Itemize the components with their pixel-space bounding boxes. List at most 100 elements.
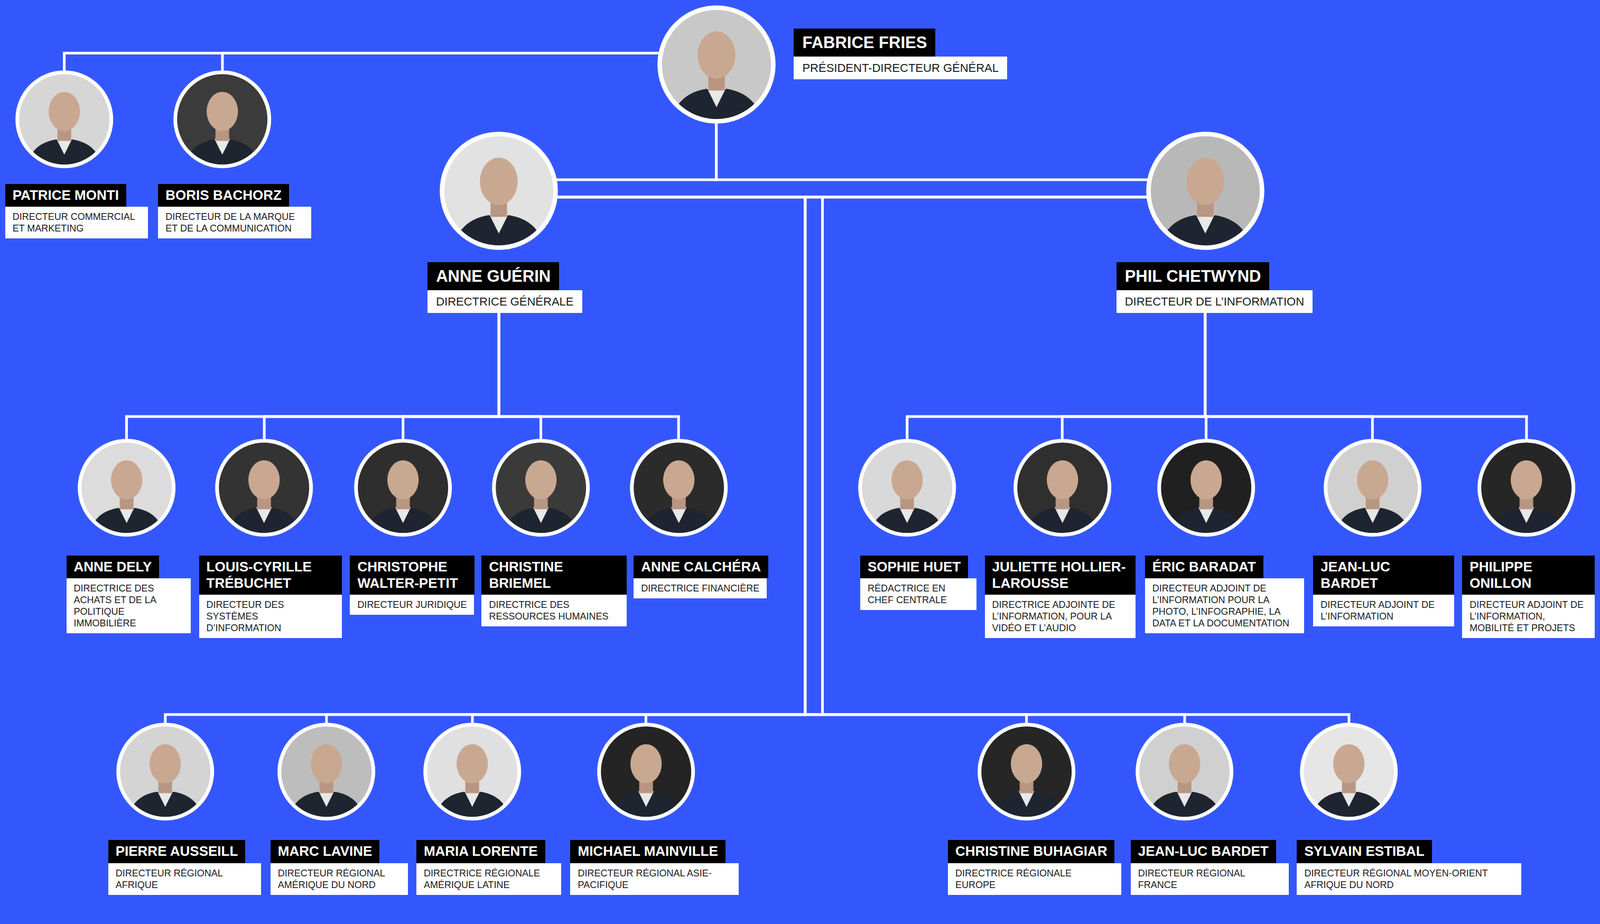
org-connector bbox=[556, 123, 716, 180]
job-title: RÉDACTRICE EN CHEF CENTRALE bbox=[860, 578, 977, 610]
portrait-photo bbox=[77, 438, 176, 537]
org-connector bbox=[557, 197, 823, 723]
label-stack: ANNE CALCHÉRADIRECTRICE FINANCIÈRE bbox=[633, 555, 769, 599]
job-title: DIRECTEUR JURIDIQUE bbox=[349, 594, 474, 615]
portrait-photo bbox=[858, 438, 956, 537]
label-stack: MARIA LORENTEDIRECTRICE RÉGIONALE AMÉRIQ… bbox=[416, 839, 562, 895]
job-title: DIRECTEUR ADJOINT DE L’INFORMATION bbox=[1313, 594, 1454, 627]
person-name: ÉRIC BARADAT bbox=[1145, 555, 1264, 579]
org-connector bbox=[126, 312, 499, 439]
job-title: DIRECTRICE FINANCIÈRE bbox=[633, 578, 767, 599]
portrait-photo bbox=[173, 70, 272, 169]
org-connector bbox=[498, 312, 679, 439]
portrait-photo bbox=[977, 722, 1076, 821]
portrait-photo bbox=[215, 438, 313, 537]
person-name: PHIL CHETWYND bbox=[1116, 262, 1270, 291]
person-name: MARIA LORENTE bbox=[416, 839, 546, 863]
label-stack: JEAN-LUC BARDETDIRECTEUR RÉGIONAL FRANCE bbox=[1130, 839, 1289, 895]
org-connector bbox=[1205, 312, 1527, 439]
job-title: DIRECTEUR DE LA MARQUE ET DE LA COMMUNIC… bbox=[157, 206, 312, 239]
label-stack: CHRISTINE BRIEMELDIRECTRICE DES RESSOURC… bbox=[481, 555, 627, 627]
person-name: ANNE GUÉRIN bbox=[427, 262, 560, 291]
person-node: PIERRE AUSSEILLDIRECTEUR RÉGIONAL AFRIQU… bbox=[108, 722, 262, 895]
portrait-photo bbox=[439, 131, 558, 250]
job-title: DIRECTEUR RÉGIONAL FRANCE bbox=[1130, 862, 1289, 895]
job-title: DIRECTRICE RÉGIONALE EUROPE bbox=[947, 862, 1122, 895]
portrait-photo bbox=[116, 722, 215, 821]
org-connector bbox=[326, 197, 806, 723]
job-title: DIRECTEUR ADJOINT DE L’INFORMATION POUR … bbox=[1145, 578, 1305, 634]
person-node: JEAN-LUC BARDETDIRECTEUR ADJOINT DE L’IN… bbox=[1313, 438, 1454, 627]
label-stack: ANNE GUÉRINDIRECTRICE GÉNÉRALE bbox=[427, 262, 582, 313]
label-stack: JEAN-LUC BARDETDIRECTEUR ADJOINT DE L’IN… bbox=[1313, 555, 1454, 627]
job-title: DIRECTEUR DES SYSTÈMES D’INFORMATION bbox=[199, 594, 342, 638]
label-stack: BORIS BACHORZDIRECTEUR DE LA MARQUE ET D… bbox=[157, 183, 312, 239]
portrait-photo bbox=[491, 438, 590, 537]
person-node: ANNE CALCHÉRADIRECTRICE FINANCIÈRE bbox=[629, 438, 769, 598]
person-name: CHRISTINE BRIEMEL bbox=[481, 555, 627, 595]
person-name: BORIS BACHORZ bbox=[157, 183, 290, 207]
portrait-photo bbox=[1299, 722, 1398, 821]
label-stack: ÉRIC BARADATDIRECTEUR ADJOINT DE L’INFOR… bbox=[1145, 555, 1305, 634]
portrait-photo bbox=[354, 438, 452, 537]
person-node: ÉRIC BARADATDIRECTEUR ADJOINT DE L’INFOR… bbox=[1145, 438, 1305, 633]
person-name: JEAN-LUC BARDET bbox=[1130, 839, 1277, 863]
label-stack: MICHAEL MAINVILLEDIRECTEUR RÉGIONAL ASIE… bbox=[570, 839, 739, 895]
person-name: ANNE CALCHÉRA bbox=[633, 555, 769, 579]
org-connector bbox=[64, 52, 659, 71]
label-stack: SYLVAIN ESTIBALDIRECTEUR RÉGIONAL MOYEN-… bbox=[1296, 839, 1522, 895]
org-connector bbox=[165, 197, 806, 723]
org-connector bbox=[403, 312, 500, 439]
label-stack: PHIL CHETWYNDDIRECTEUR DE L’INFORMATION bbox=[1116, 262, 1313, 313]
job-title: DIRECTEUR RÉGIONAL MOYEN-ORIENT AFRIQUE … bbox=[1296, 862, 1522, 895]
portrait-photo bbox=[657, 5, 776, 124]
job-title: DIRECTRICE ADJOINTE DE L’INFORMATION, PO… bbox=[984, 594, 1137, 638]
person-node: JEAN-LUC BARDETDIRECTEUR RÉGIONAL FRANCE bbox=[1130, 722, 1289, 895]
job-title: DIRECTRICE GÉNÉRALE bbox=[427, 290, 582, 313]
person-node: CHRISTINE BUHAGIARDIRECTRICE RÉGIONALE E… bbox=[947, 722, 1122, 895]
portrait-photo bbox=[1013, 438, 1112, 537]
person-name: PHILIPPE ONILLON bbox=[1462, 555, 1595, 595]
org-connector bbox=[805, 197, 1147, 723]
person-name: SOPHIE HUET bbox=[860, 555, 969, 579]
person-node: SOPHIE HUETRÉDACTRICE EN CHEF CENTRALE bbox=[858, 438, 977, 610]
person-name: PATRICE MONTI bbox=[5, 183, 127, 207]
person-name: MARC LAVINE bbox=[270, 839, 380, 863]
job-title: DIRECTEUR COMMERCIAL ET MARKETING bbox=[5, 206, 148, 239]
person-name: PIERRE AUSSEILL bbox=[108, 839, 246, 863]
person-node: PHIL CHETWYNDDIRECTEUR DE L’INFORMATION bbox=[1116, 131, 1313, 313]
person-node: FABRICE FRIESPRÉSIDENT-DIRECTEUR GÉNÉRAL bbox=[657, 5, 1008, 80]
portrait-photo bbox=[629, 438, 728, 537]
person-node: SYLVAIN ESTIBALDIRECTEUR RÉGIONAL MOYEN-… bbox=[1296, 722, 1522, 895]
person-name: JEAN-LUC BARDET bbox=[1313, 555, 1454, 595]
portrait-photo bbox=[15, 70, 114, 169]
person-node: MICHAEL MAINVILLEDIRECTEUR RÉGIONAL ASIE… bbox=[570, 722, 739, 895]
person-name: JULIETTE HOLLIER-LAROUSSE bbox=[984, 555, 1137, 595]
portrait-photo bbox=[1157, 438, 1255, 537]
org-connector bbox=[1205, 312, 1373, 439]
org-connector bbox=[716, 123, 1148, 180]
person-node: BORIS BACHORZDIRECTEUR DE LA MARQUE ET D… bbox=[157, 70, 312, 239]
label-stack: ANNE DELYDIRECTRICE DES ACHATS ET DE LA … bbox=[66, 555, 192, 634]
job-title: DIRECTEUR ADJOINT DE L’INFORMATION, MOBI… bbox=[1462, 594, 1595, 638]
person-name: SYLVAIN ESTIBAL bbox=[1296, 839, 1432, 863]
person-node: MARC LAVINEDIRECTEUR RÉGIONAL AMÉRIQUE D… bbox=[270, 722, 409, 895]
portrait-photo bbox=[277, 722, 376, 821]
portrait-photo bbox=[1323, 438, 1422, 537]
job-title: PRÉSIDENT-DIRECTEUR GÉNÉRAL bbox=[793, 56, 1008, 80]
org-connector bbox=[264, 312, 499, 439]
label-stack: LOUIS-CYRILLE TRÉBUCHETDIRECTEUR DES SYS… bbox=[199, 555, 342, 638]
person-node: CHRISTINE BRIEMELDIRECTRICE DES RESSOURC… bbox=[481, 438, 627, 627]
portrait-photo bbox=[1146, 131, 1265, 250]
org-connector bbox=[222, 52, 659, 71]
job-title: DIRECTEUR DE L’INFORMATION bbox=[1116, 290, 1313, 313]
org-connector bbox=[907, 312, 1206, 439]
portrait-photo bbox=[1135, 722, 1234, 821]
portrait-photo bbox=[423, 722, 522, 821]
org-connector bbox=[1062, 312, 1205, 439]
person-node: MARIA LORENTEDIRECTRICE RÉGIONALE AMÉRIQ… bbox=[416, 722, 562, 895]
label-stack: PATRICE MONTIDIRECTEUR COMMERCIAL ET MAR… bbox=[5, 183, 148, 239]
job-title: DIRECTRICE DES RESSOURCES HUMAINES bbox=[481, 594, 627, 627]
person-node: LOUIS-CYRILLE TRÉBUCHETDIRECTEUR DES SYS… bbox=[199, 438, 342, 638]
label-stack: PIERRE AUSSEILLDIRECTEUR RÉGIONAL AFRIQU… bbox=[108, 839, 262, 895]
